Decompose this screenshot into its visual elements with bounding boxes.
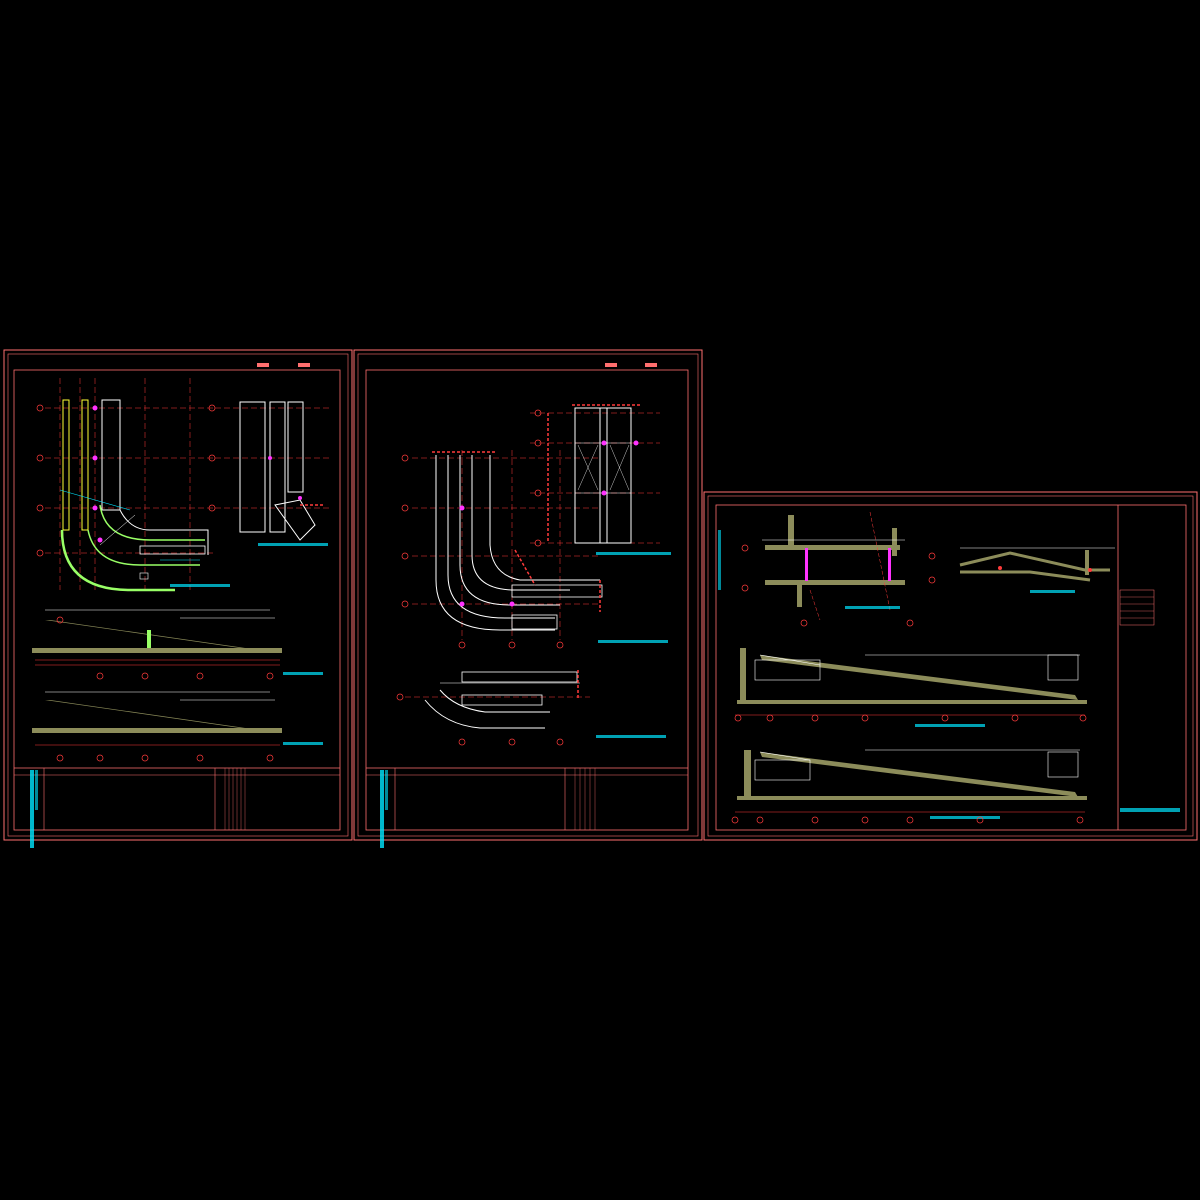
s1-plan-a-caption	[170, 584, 230, 587]
s3-section-a-caption	[845, 606, 900, 609]
axis-bubble	[906, 619, 914, 627]
axis-bubble	[534, 489, 542, 497]
s1-section-b	[32, 691, 323, 746]
axis-bubble	[96, 754, 104, 762]
s2-plan-c	[405, 670, 666, 738]
s2-plan-c-caption	[596, 735, 666, 738]
axis-bubble	[534, 409, 542, 417]
axis-bubble	[196, 672, 204, 680]
sheet-3-title-text	[1120, 808, 1180, 812]
sheet-1-title-block	[14, 767, 340, 848]
sheet-2	[353, 349, 703, 848]
axis-bubble	[36, 404, 44, 412]
axis-bubble	[208, 454, 216, 462]
axis-bubble	[401, 552, 409, 560]
sheet-3-inner-frame	[715, 504, 1187, 831]
axis-bubble	[811, 816, 819, 824]
s3-section-d-caption	[930, 816, 1000, 819]
sheet-2-header-tag	[605, 363, 617, 367]
sheet-1-vertical-title-text	[30, 770, 34, 848]
axis-bubble	[766, 714, 774, 722]
axis-bubble	[396, 693, 404, 701]
axis-bubble	[36, 549, 44, 557]
sheet-1	[3, 349, 353, 848]
axis-bubble	[508, 738, 516, 746]
s3-section-b-caption	[1030, 590, 1075, 593]
sheet-3-mid-border	[707, 495, 1194, 837]
axis-bubble	[96, 672, 104, 680]
sheet-2-title-block	[366, 767, 688, 848]
sheet-3	[703, 491, 1198, 841]
axis-bubble	[556, 738, 564, 746]
s1-plan-b-caption	[258, 543, 328, 546]
axis-bubble	[266, 672, 274, 680]
axis-bubble	[266, 754, 274, 762]
axis-bubble	[458, 738, 466, 746]
sheet-2-vertical-title-text	[380, 770, 384, 848]
axis-bubble	[976, 816, 984, 824]
axis-bubble	[556, 641, 564, 649]
sheet-3-title-block	[718, 505, 1180, 830]
s3-section-c-caption	[915, 724, 985, 727]
axis-bubble	[401, 454, 409, 462]
axis-bubble	[734, 714, 742, 722]
axis-bubble	[941, 714, 949, 722]
axis-bubble	[141, 754, 149, 762]
axis-bubble	[928, 576, 936, 584]
axis-bubble	[534, 439, 542, 447]
axis-bubble	[458, 641, 466, 649]
axis-bubble	[401, 504, 409, 512]
axis-bubble	[1076, 816, 1084, 824]
sheet-2-inner-frame	[365, 369, 689, 831]
s1-section-a-caption	[283, 672, 323, 675]
axis-bubble	[861, 816, 869, 824]
s2-plan-b-caption	[596, 552, 671, 555]
sheet-3-outer-border	[703, 491, 1198, 841]
sheet-1-mid-border	[7, 353, 349, 837]
axis-bubble	[56, 754, 64, 762]
axis-bubble	[196, 754, 204, 762]
axis-bubble	[861, 714, 869, 722]
s2-plan-b	[530, 404, 671, 555]
axis-bubble	[741, 544, 749, 552]
sheet-2-mid-border	[357, 353, 699, 837]
sheet-1-inner-frame	[13, 369, 341, 831]
axis-bubble	[208, 504, 216, 512]
axis-bubble	[534, 539, 542, 547]
axis-bubble	[811, 714, 819, 722]
axis-bubble	[1011, 714, 1019, 722]
s3-section-a	[762, 511, 905, 621]
s2-plan-a	[412, 450, 668, 643]
axis-bubble	[1079, 714, 1087, 722]
s1-section-a	[32, 609, 323, 675]
s1-section-b-caption	[283, 742, 323, 745]
s3-section-b	[959, 547, 1115, 593]
axis-bubble	[401, 600, 409, 608]
s1-plan-b	[215, 401, 330, 546]
s3-section-d	[735, 749, 1087, 819]
axis-bubble	[141, 672, 149, 680]
s3-section-c	[735, 648, 1087, 727]
axis-bubble-markers	[36, 404, 1087, 824]
axis-bubble	[36, 504, 44, 512]
s2-plan-a-caption	[598, 640, 668, 643]
axis-bubble	[508, 641, 516, 649]
axis-bubble	[56, 616, 64, 624]
axis-bubble	[800, 619, 808, 627]
axis-bubble	[928, 552, 936, 560]
axis-bubble	[208, 404, 216, 412]
axis-bubble	[731, 816, 739, 824]
sheet-1-outer-border	[3, 349, 353, 841]
axis-bubble	[906, 816, 914, 824]
axis-bubble	[36, 454, 44, 462]
axis-bubble	[756, 816, 764, 824]
sheet-2-outer-border	[353, 349, 703, 841]
sheet-1-header-tag	[257, 363, 269, 367]
axis-bubble	[741, 584, 749, 592]
s1-plan-a	[45, 378, 230, 592]
